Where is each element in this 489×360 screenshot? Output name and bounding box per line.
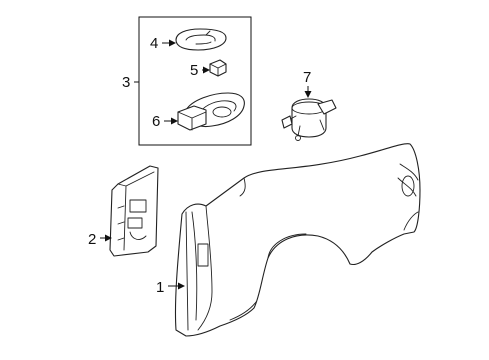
callout-label: 7 xyxy=(303,69,311,86)
assembly-group-box xyxy=(138,16,252,146)
callout-label: 6 xyxy=(152,113,160,130)
callout-label: 3 xyxy=(122,74,130,91)
callout-1: 1 xyxy=(156,279,185,296)
part-7-actuator xyxy=(281,98,337,141)
callout-2: 2 xyxy=(88,231,112,248)
callout-label: 5 xyxy=(190,62,198,79)
part-4-housing-ring xyxy=(175,28,227,51)
callout-5: 5 xyxy=(190,62,210,79)
callout-label: 2 xyxy=(88,231,96,248)
callout-6: 6 xyxy=(152,113,178,130)
callout-7: 7 xyxy=(303,69,312,98)
callout-label: 4 xyxy=(150,35,158,52)
callout-label: 1 xyxy=(156,279,164,296)
part-6-fuel-door xyxy=(177,92,245,131)
part-1-quarter-panel xyxy=(174,143,421,337)
callout-3: 3 xyxy=(122,74,139,91)
part-2-inner-panel xyxy=(109,165,159,257)
callout-4: 4 xyxy=(150,35,176,52)
part-5-clip xyxy=(209,59,227,77)
